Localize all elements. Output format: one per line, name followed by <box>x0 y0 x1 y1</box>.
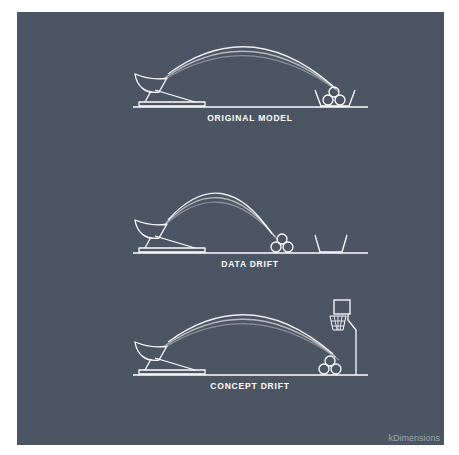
background-panel <box>17 12 444 445</box>
data-drift-scene <box>133 193 368 253</box>
scene-caption: DATA DRIFT <box>221 259 278 269</box>
watermark: kDimensions <box>388 433 440 443</box>
original-model-scene <box>133 47 368 107</box>
scene-caption: ORIGINAL MODEL <box>207 113 293 123</box>
scene-caption: CONCEPT DRIFT <box>210 381 289 391</box>
concept-drift-scene <box>133 300 368 375</box>
